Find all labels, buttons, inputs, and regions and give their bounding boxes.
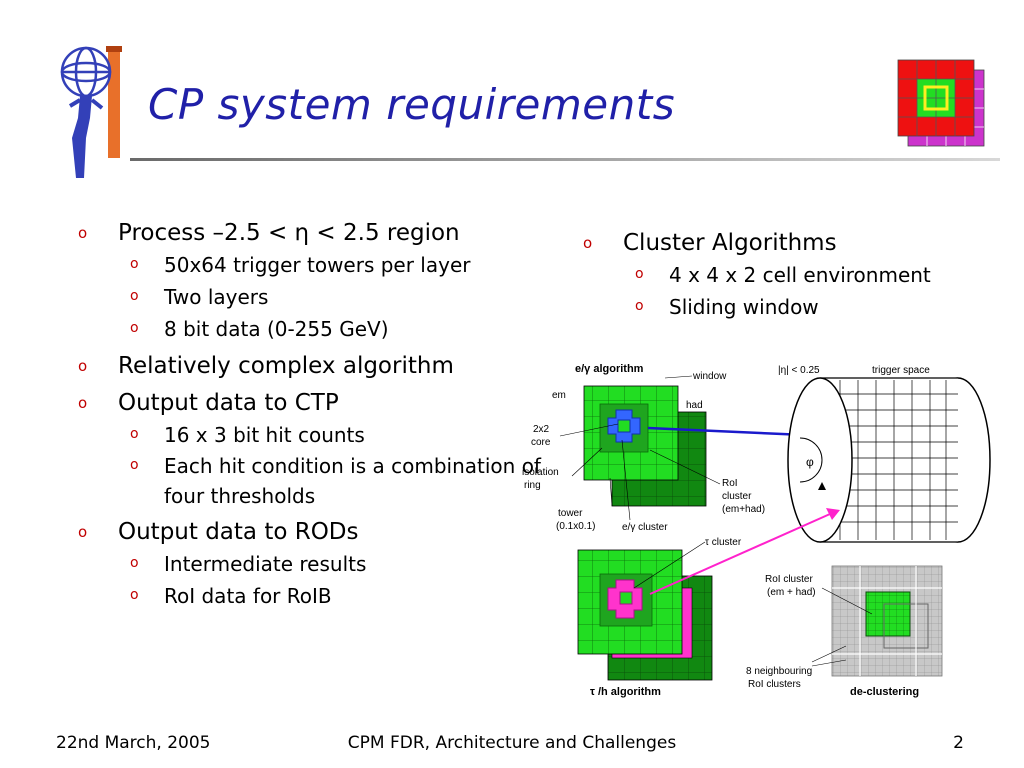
declustering-title: de-clustering [850,686,919,698]
sub-bullet: o Intermediate results [118,548,548,580]
bullet-marker: o [130,555,139,571]
sub-bullet: o 16 x 3 bit hit counts [118,419,548,451]
logo-figure [72,96,92,178]
roi-label-2: cluster [722,491,752,502]
sub-bullet: o RoI data for RoIB [118,580,548,612]
roi-cluster-label-1: RoI cluster [765,574,813,585]
bullet-text: Output data to CTP [118,390,339,416]
magenta-arrowhead [826,508,840,520]
bullet-marker: o [130,288,139,304]
bullet-marker: o [130,320,139,336]
sub-bullet: o Sliding window [623,291,1013,323]
left-bullet-list: o Process –2.5 < η < 2.5 region o 50x64 t… [78,212,548,612]
bullet-marker: o [635,298,644,314]
sub-bullet-text: Two layers [164,285,269,309]
tau-algorithm-block [577,549,713,681]
tower-label-2: (0.1x0.1) [556,521,595,532]
bullet-marker: o [583,234,593,252]
bullet-marker: o [130,256,139,272]
neighbouring-label-1: 8 neighbouring [746,666,812,677]
sub-bullet-text: 50x64 trigger towers per layer [164,253,471,277]
neighbouring-label-2: RoI clusters [748,679,801,690]
eg-cluster-label: e/γ cluster [622,522,668,533]
logo-globe [60,46,112,98]
declustering-grid [831,565,943,677]
roi-label-1: RoI [722,478,738,489]
footer-date: 22nd March, 2005 [56,733,211,753]
logo-tower-cap [106,46,122,52]
slide-title: CP system requirements [148,80,676,129]
isolation-label-1: isolation [522,467,559,478]
cluster-window-icon [897,59,985,147]
atlas-logo [60,46,122,178]
phi-arc [799,437,823,483]
sub-bullet: o 50x64 trigger towers per layer [118,249,548,281]
bullet-text: Cluster Algorithms [623,230,837,256]
sub-bullet: o 8 bit data (0-255 GeV) [118,313,548,345]
core-label-2: core [531,437,551,448]
had-label: had [686,400,703,411]
sub-bullet-text: RoI data for RoIB [164,584,332,608]
tau-algorithm-title: τ /h algorithm [590,686,661,698]
bullet-algorithm: o Relatively complex algorithm [78,351,548,382]
tau-cluster-label: τ cluster [705,537,742,548]
magenta-arrow [649,513,831,595]
footer-title: CPM FDR, Architecture and Challenges [347,733,677,753]
logo-arms [68,98,104,110]
bullet-marker: o [78,357,88,375]
trigger-space-cylinder [787,377,991,543]
window-label: window [692,371,727,382]
cluster-algorithm-diagram: e/γ algorithm window em had 2x2 core iso… [522,363,991,698]
bullet-process: o Process –2.5 < η < 2.5 region o 50x64 t… [78,218,548,345]
bullet-marker: o [130,457,139,473]
bullet-ctp: o Output data to CTP o 16 x 3 bit hit cou… [78,388,548,511]
em-label: em [552,390,566,401]
bullet-text: Output data to RODs [118,519,359,545]
bullet-marker: o [78,394,88,412]
bullet-cluster-algorithms: o Cluster Algorithms o 4 x 4 x 2 cell env… [583,228,1013,323]
bullet-text: Process –2.5 < η < 2.5 region [118,220,460,246]
bullet-marker: o [130,426,139,442]
right-bullet-list: o Cluster Algorithms o 4 x 4 x 2 cell env… [583,222,1013,323]
title-rule [130,158,1000,161]
eg-algorithm-title: e/γ algorithm [575,363,644,375]
bullet-marker: o [78,523,88,541]
tower-label-1: tower [558,508,583,519]
bullet-marker: o [78,224,88,242]
isolation-label-2: ring [524,480,541,491]
sub-bullet-text: Each hit condition is a combination of f… [164,454,541,508]
bullet-marker: o [635,266,644,282]
sub-bullet: o Two layers [118,281,548,313]
sub-bullet-text: 8 bit data (0-255 GeV) [164,317,389,341]
phi-label: φ [806,455,814,469]
cylinder-face [787,377,853,543]
footer-page-number: 2 [953,733,964,753]
bullet-marker: o [130,587,139,603]
sub-bullet: o Each hit condition is a combination of … [118,451,544,511]
core-cell [617,419,631,433]
trigger-space-label: trigger space [872,365,930,376]
roi-cluster-label-2: (em + had) [767,587,816,598]
core-label-1: 2x2 [533,424,550,435]
icon-front-grid [897,59,975,137]
phi-arrowhead [818,482,826,490]
bullet-text: Relatively complex algorithm [118,353,454,379]
roi-label-3: (em+had) [722,504,765,515]
sub-bullet-text: Sliding window [669,295,819,319]
sub-bullet: o 4 x 4 x 2 cell environment [623,259,1013,291]
sub-bullet-text: 4 x 4 x 2 cell environment [669,263,931,287]
tau-core-cell [619,591,633,605]
sub-bullet-text: Intermediate results [164,552,367,576]
sub-bullet-text: 16 x 3 bit hit counts [164,423,365,447]
eta-range-label: |η| < 0.25 [778,365,820,376]
